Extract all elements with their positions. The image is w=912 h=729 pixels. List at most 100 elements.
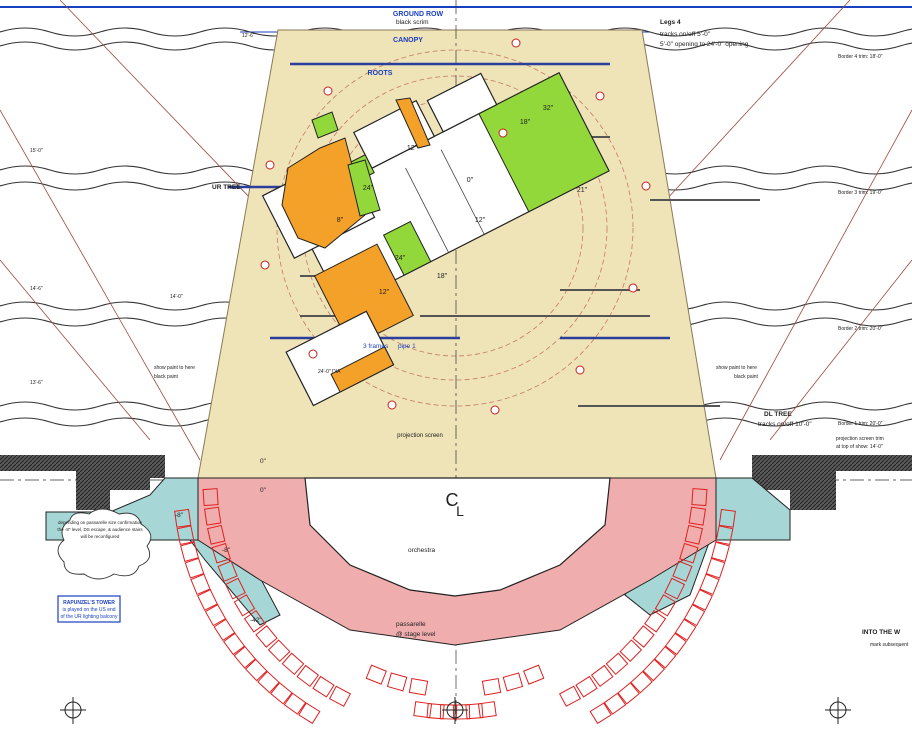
screen-trim-label-1: projection screen trim bbox=[836, 436, 884, 442]
show-paint-left: show paint to here bbox=[154, 365, 195, 371]
seat bbox=[224, 577, 246, 600]
platform-label-24a: 24" bbox=[363, 185, 374, 192]
seat bbox=[691, 488, 708, 507]
dim-14-mid: 14'-0" bbox=[170, 294, 183, 300]
seat bbox=[502, 672, 524, 692]
into-woods-label: INTO THE W bbox=[862, 629, 901, 636]
tower-note-box bbox=[57, 595, 121, 623]
seat bbox=[281, 652, 305, 676]
dia-label: 24'-0" DIA bbox=[318, 369, 341, 375]
platform-label-12: 12" bbox=[407, 145, 418, 152]
platform-label-12b: 12" bbox=[379, 289, 390, 296]
seat bbox=[715, 525, 734, 546]
projection-screen-label: projection screen bbox=[397, 433, 443, 439]
wall-left bbox=[76, 455, 165, 510]
wall-right bbox=[752, 455, 836, 510]
seat bbox=[413, 701, 433, 719]
roots-label: ROOTS bbox=[368, 70, 393, 77]
minus42-label: -42" bbox=[250, 617, 262, 624]
seat bbox=[575, 675, 598, 698]
position-markers bbox=[260, 38, 651, 415]
seat bbox=[630, 670, 653, 694]
seat bbox=[176, 525, 195, 546]
seat bbox=[204, 604, 227, 627]
legs-title: Legs 4 bbox=[660, 19, 681, 26]
seat bbox=[426, 703, 445, 720]
platform-label-32: 32" bbox=[543, 105, 554, 112]
passarelle-label-2: @ stage level bbox=[396, 631, 436, 638]
ground-row-label: GROUND ROW bbox=[393, 11, 444, 18]
seat bbox=[184, 557, 205, 579]
seat bbox=[603, 692, 627, 715]
seat bbox=[523, 664, 545, 685]
tower-note-3: of the UR lighting balcony bbox=[61, 614, 118, 620]
seat bbox=[197, 588, 218, 611]
passarelle-label-1: passarelle bbox=[396, 621, 426, 628]
seat bbox=[477, 701, 497, 719]
seat bbox=[213, 618, 236, 642]
tower-note-2: is played on the US end bbox=[62, 607, 115, 613]
minus8-left-label: -8" bbox=[175, 512, 184, 519]
into-woods-sub: mark subsequent bbox=[870, 642, 909, 648]
seat bbox=[642, 658, 666, 682]
tower-note-1: RAPUNZEL'S TOWER bbox=[63, 600, 115, 606]
seat bbox=[688, 506, 706, 526]
dim-14-top: 14'-6" bbox=[30, 286, 43, 292]
black-paint-right: black paint bbox=[734, 374, 759, 380]
platform-label-21: 21" bbox=[577, 187, 588, 194]
seat bbox=[674, 618, 697, 642]
border-1-label: Border 1 trim: 20'-0" bbox=[838, 421, 883, 427]
orange-platform bbox=[281, 137, 366, 249]
seat bbox=[298, 702, 321, 725]
orange-step bbox=[395, 97, 431, 149]
seat bbox=[202, 488, 219, 507]
seat bbox=[664, 577, 686, 600]
seat bbox=[204, 506, 222, 526]
border-3-label: Border 3 trim: 19'-0" bbox=[838, 190, 883, 196]
seat bbox=[257, 670, 280, 694]
seat bbox=[632, 625, 655, 648]
platform-label-8: 8" bbox=[337, 217, 344, 224]
seat bbox=[692, 588, 713, 611]
ur-tree-label: UR TREE bbox=[212, 184, 241, 191]
seat bbox=[605, 652, 629, 676]
seat bbox=[664, 632, 687, 656]
seat bbox=[699, 573, 720, 596]
zero-upper-label: 0" bbox=[260, 458, 267, 465]
seat bbox=[590, 664, 614, 688]
centerline-l: L bbox=[456, 503, 464, 519]
seat bbox=[233, 594, 256, 617]
dl-tree-label: DL TREE bbox=[764, 411, 792, 418]
legs-line-1: tracks on/off 5'-0" bbox=[660, 31, 711, 38]
seat bbox=[672, 560, 693, 582]
seat bbox=[711, 541, 730, 562]
seat bbox=[386, 672, 408, 692]
platform-label-18a: 18" bbox=[520, 119, 531, 126]
seat bbox=[190, 573, 211, 596]
cloud-note-3: will be reconfigured bbox=[81, 534, 120, 539]
seat bbox=[408, 677, 429, 696]
seat bbox=[174, 508, 192, 528]
seat bbox=[617, 682, 640, 705]
orchestra-label: orchestra bbox=[408, 547, 435, 554]
orchestra-pit bbox=[304, 477, 611, 597]
pipe1-label: pipe 1 bbox=[398, 343, 416, 350]
seat bbox=[644, 610, 667, 633]
seat bbox=[705, 557, 726, 579]
zero-lower-label: 0" bbox=[260, 487, 267, 494]
seat bbox=[365, 664, 387, 685]
cloud-note-2: the -8" level, DS escape, & audience sta… bbox=[57, 527, 143, 532]
seat bbox=[270, 682, 293, 705]
frames-label: 3 frames bbox=[363, 343, 389, 350]
minus8-stairs-label: -8" bbox=[222, 547, 231, 554]
seat bbox=[312, 675, 335, 698]
dim-15: 15'-0" bbox=[30, 148, 43, 154]
dl-tree-tracks-label: tracks on/off 10'-0" bbox=[758, 421, 812, 428]
dim-13: 13'-6" bbox=[30, 380, 43, 386]
wall-left-top bbox=[0, 455, 76, 471]
seat bbox=[328, 685, 352, 707]
cloud-note-1: depending on passarelle size confirmatio… bbox=[58, 520, 143, 525]
seat bbox=[679, 542, 699, 564]
seat bbox=[223, 632, 246, 656]
